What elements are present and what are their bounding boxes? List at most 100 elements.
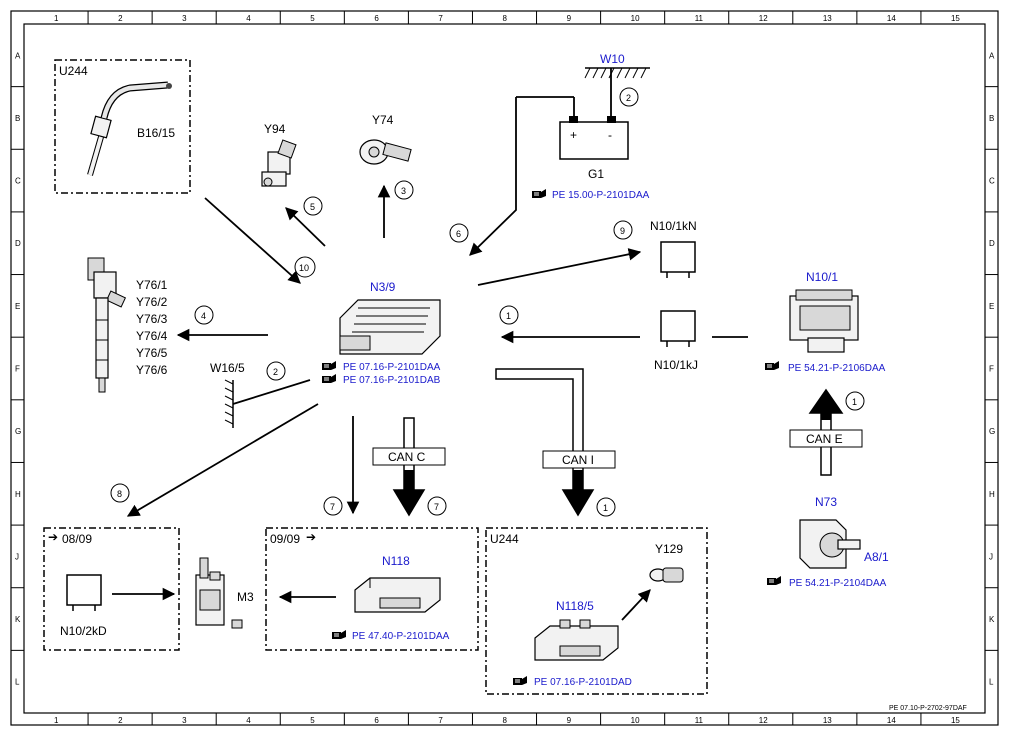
can-i-label-box bbox=[542, 450, 616, 469]
book-reference-icon[interactable] bbox=[512, 675, 528, 686]
svg-text:7: 7 bbox=[434, 502, 439, 512]
n3-9-ref2-link[interactable]: PE 07.16-P-2101DAB bbox=[343, 375, 441, 386]
can-c-bus bbox=[392, 417, 426, 517]
callout-1-can-e: 1 bbox=[845, 391, 865, 411]
svg-text:5: 5 bbox=[310, 202, 315, 212]
w16-5-wire bbox=[232, 379, 311, 405]
svg-text:9: 9 bbox=[620, 226, 625, 236]
grid-col-label-top: 13 bbox=[823, 14, 832, 23]
callout-3: 3 bbox=[394, 180, 414, 200]
callout-2-w16: 2 bbox=[266, 361, 286, 381]
n73-label: N73 bbox=[815, 495, 837, 509]
n73-ignition-switch-icon bbox=[799, 519, 861, 569]
outer-frame bbox=[10, 10, 999, 726]
n10-1kn-label: N10/1kN bbox=[650, 219, 697, 233]
callout-5: 5 bbox=[303, 196, 323, 216]
n3-9-ref1-link[interactable]: PE 07.16-P-2101DAA bbox=[343, 362, 441, 373]
callout-1-n10: 1 bbox=[499, 305, 519, 325]
grid-col-label-bottom: 15 bbox=[951, 716, 960, 725]
y76-3-label: Y76/3 bbox=[136, 312, 168, 326]
y94-valve-icon bbox=[261, 139, 297, 187]
y74-label: Y74 bbox=[372, 113, 394, 127]
box2-arrow: ➔ bbox=[306, 530, 316, 544]
footer-doc-code: PE 07.10-P-2702-97DAF bbox=[889, 705, 967, 712]
grid-col-label-bottom: 10 bbox=[631, 716, 640, 725]
book-reference-icon[interactable] bbox=[766, 575, 782, 586]
svg-text:3: 3 bbox=[401, 186, 406, 196]
grid-col-label-top: 15 bbox=[951, 14, 960, 23]
grid-col-label-top: 4 bbox=[246, 14, 251, 23]
grid-row-label-right: K bbox=[989, 615, 995, 624]
grid-row-label-left: L bbox=[15, 678, 20, 687]
n3-9-ecu-icon bbox=[339, 299, 441, 355]
book-reference-icon[interactable] bbox=[331, 629, 347, 640]
grid-col-label-top: 2 bbox=[118, 14, 123, 23]
n118-5-ref-link[interactable]: PE 07.16-P-2101DAD bbox=[534, 677, 632, 688]
grid-row-label-left: F bbox=[15, 365, 20, 374]
book-reference-icon[interactable] bbox=[321, 360, 337, 371]
callout-7-right: 7 bbox=[427, 496, 447, 516]
grid-col-label-top: 9 bbox=[567, 14, 572, 23]
grid-col-label-bottom: 2 bbox=[118, 716, 123, 725]
grid-row-label-left: A bbox=[15, 51, 21, 60]
can-i-bus bbox=[495, 368, 595, 517]
w10-label: W10 bbox=[600, 52, 625, 66]
b16-15-label: B16/15 bbox=[137, 126, 175, 140]
grid-col-label-bottom: 1 bbox=[54, 716, 59, 725]
y76-6-label: Y76/6 bbox=[136, 363, 168, 377]
g1-minus: - bbox=[608, 128, 612, 142]
n118-ref-link[interactable]: PE 47.40-P-2101DAA bbox=[352, 631, 450, 642]
callout-2-w10: 2 bbox=[619, 87, 639, 107]
a8-1-ref-link[interactable]: PE 54.21-P-2104DAA bbox=[789, 578, 887, 589]
grid-col-label-bottom: 7 bbox=[438, 716, 443, 725]
svg-text:1: 1 bbox=[506, 311, 511, 321]
n10-1-ref-link[interactable]: PE 54.21-P-2106DAA bbox=[788, 363, 886, 374]
y76-1-label: Y76/1 bbox=[136, 278, 168, 292]
svg-text:6: 6 bbox=[456, 229, 461, 239]
b16-15-sensor-icon bbox=[87, 81, 172, 176]
grid-col-label-bottom: 4 bbox=[246, 716, 251, 725]
n10-2kd-label: N10/2kD bbox=[60, 624, 107, 638]
g1-to-n3-arrow bbox=[469, 97, 517, 256]
grid-col-label-top: 11 bbox=[695, 14, 704, 23]
svg-text:10: 10 bbox=[299, 263, 309, 273]
grid-col-label-top: 7 bbox=[438, 14, 443, 23]
grid-row-label-right: G bbox=[989, 427, 995, 436]
grid-row-label-left: E bbox=[15, 302, 20, 311]
grid-row-label-left: C bbox=[15, 177, 21, 186]
u244-top-label: U244 bbox=[59, 64, 88, 78]
book-reference-icon[interactable] bbox=[764, 360, 780, 371]
m3-label: M3 bbox=[237, 590, 254, 604]
grid-col-label-top: 10 bbox=[631, 14, 640, 23]
n10-2kd-relay-icon bbox=[66, 574, 102, 611]
y76-2-label: Y76/2 bbox=[136, 295, 168, 309]
callout-10: 10 bbox=[294, 256, 316, 278]
grid-col-label-top: 8 bbox=[503, 14, 508, 23]
can-e-label-box bbox=[789, 429, 863, 448]
svg-text:1: 1 bbox=[852, 397, 857, 407]
grid-row-label-right: J bbox=[989, 552, 993, 561]
grid-row-label-right: E bbox=[989, 302, 994, 311]
y76-injector-icon bbox=[87, 257, 127, 393]
y74-valve-icon bbox=[359, 139, 412, 165]
can-i-label: CAN I bbox=[562, 453, 594, 467]
can-e-label: CAN E bbox=[806, 432, 843, 446]
grid-ticks bbox=[11, 11, 998, 725]
grid-col-label-top: 6 bbox=[374, 14, 379, 23]
y129-valve-icon bbox=[649, 567, 684, 583]
grid-col-label-top: 12 bbox=[759, 14, 768, 23]
grid-labels: 1122334455667788991010111112121313141415… bbox=[15, 14, 995, 725]
n10-1kj-label: N10/1kJ bbox=[654, 358, 698, 372]
book-reference-icon[interactable] bbox=[531, 188, 547, 199]
box2-header: 09/09 bbox=[270, 532, 300, 546]
grid-row-label-right: A bbox=[989, 51, 995, 60]
inner-frame bbox=[23, 23, 986, 714]
u244-top-box bbox=[54, 59, 191, 194]
g1-ref-link[interactable]: PE 15.00-P-2101DAA bbox=[552, 190, 650, 201]
grid-row-label-right: B bbox=[989, 114, 994, 123]
n118-5-to-y129-arrow bbox=[621, 589, 651, 621]
svg-text:2: 2 bbox=[626, 93, 631, 103]
book-reference-icon[interactable] bbox=[321, 373, 337, 384]
a8-1-label: A8/1 bbox=[864, 550, 889, 564]
